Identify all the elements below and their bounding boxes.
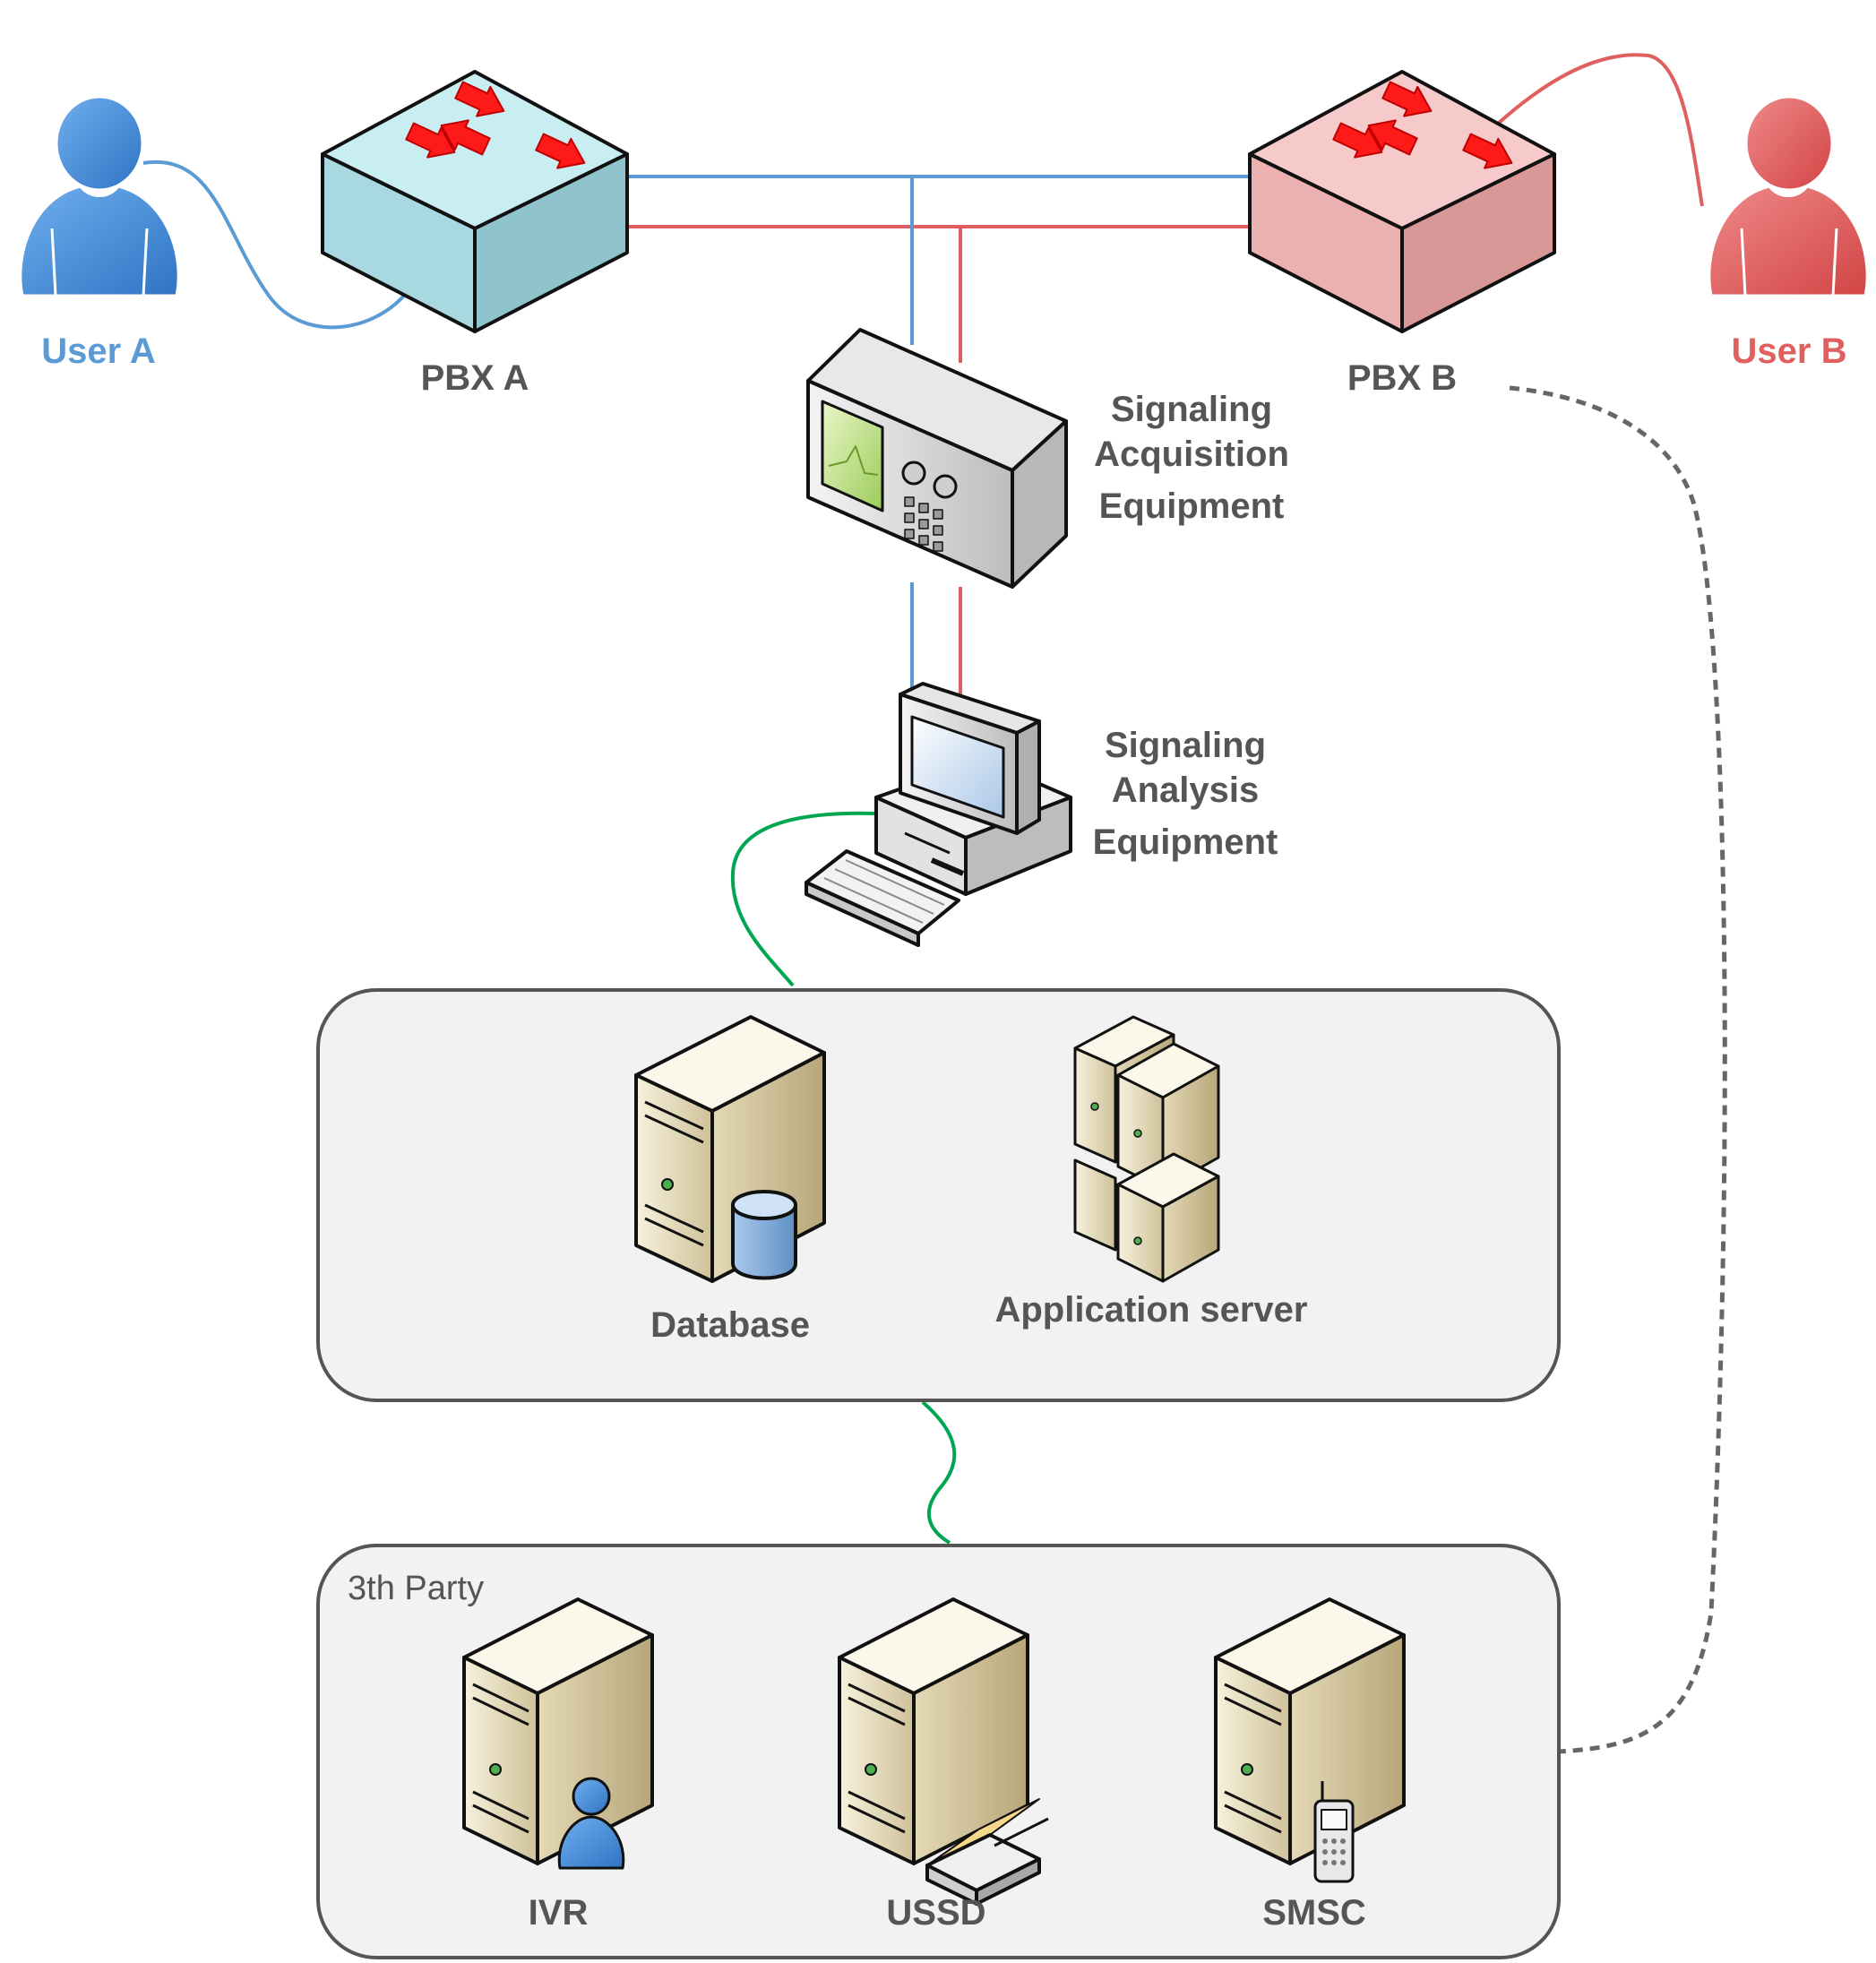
analysis-label-line-1: Signaling (1105, 726, 1266, 765)
user-b-node[interactable]: User B (1708, 95, 1869, 371)
analysis-label-line-2: Analysis (1112, 771, 1260, 810)
ivr-server-icon (462, 1597, 654, 1870)
link-pbx-b-smsc (1509, 385, 1727, 1754)
analysis-label-line-3: Equipment (1093, 822, 1278, 862)
database-label: Database (650, 1305, 810, 1345)
pbx-b-node[interactable]: PBX B (1248, 70, 1556, 398)
acquisition-label-line-3: Equipment (1099, 486, 1285, 526)
link-analysis-core (730, 811, 877, 987)
pbx-a-node[interactable]: PBX A (321, 70, 629, 398)
sms-server-icon (1214, 1597, 1406, 1883)
switch-icon (321, 70, 629, 333)
pbx-a-label: PBX A (421, 358, 529, 398)
database-server-icon (634, 1015, 826, 1283)
acquisition-node[interactable]: Signaling Acquisition Equipment (806, 328, 1289, 589)
smsc-node[interactable]: SMSC (1214, 1597, 1406, 1933)
smsc-label: SMSC (1262, 1893, 1366, 1933)
app-server-label: Application server (994, 1290, 1307, 1330)
user-icon (19, 95, 180, 297)
protocol-analyzer-icon (806, 328, 1068, 589)
app-server-node[interactable]: Application server (994, 1015, 1308, 1330)
ivr-node[interactable]: IVR (462, 1597, 654, 1933)
link-user-a-pbx-a (142, 159, 409, 330)
user-b-label: User B (1732, 331, 1847, 371)
database-node[interactable]: Database (634, 1015, 826, 1345)
ivr-label: IVR (529, 1893, 589, 1933)
pbx-b-label: PBX B (1347, 358, 1457, 398)
workstation-icon (805, 682, 1072, 947)
analysis-node[interactable]: Signaling Analysis Equipment (805, 682, 1278, 947)
third-party-group-label: 3th Party (348, 1570, 484, 1607)
user-icon (1708, 95, 1869, 297)
connections (142, 53, 1727, 1754)
acquisition-label-line-1: Signaling (1111, 390, 1272, 429)
core-group-box (316, 988, 1561, 1402)
ussd-label: USSD (886, 1893, 985, 1933)
ussd-server-icon (838, 1597, 1049, 1906)
server-cluster-icon (1073, 1015, 1220, 1283)
switch-icon (1248, 70, 1556, 333)
ussd-node[interactable]: USSD (838, 1597, 1049, 1933)
link-pbx-b-user-b (1496, 53, 1704, 207)
user-a-label: User A (41, 331, 155, 371)
link-core-thirdparty (921, 1400, 957, 1545)
user-a-node[interactable]: User A (19, 95, 180, 371)
acquisition-label-line-2: Acquisition (1094, 435, 1289, 474)
